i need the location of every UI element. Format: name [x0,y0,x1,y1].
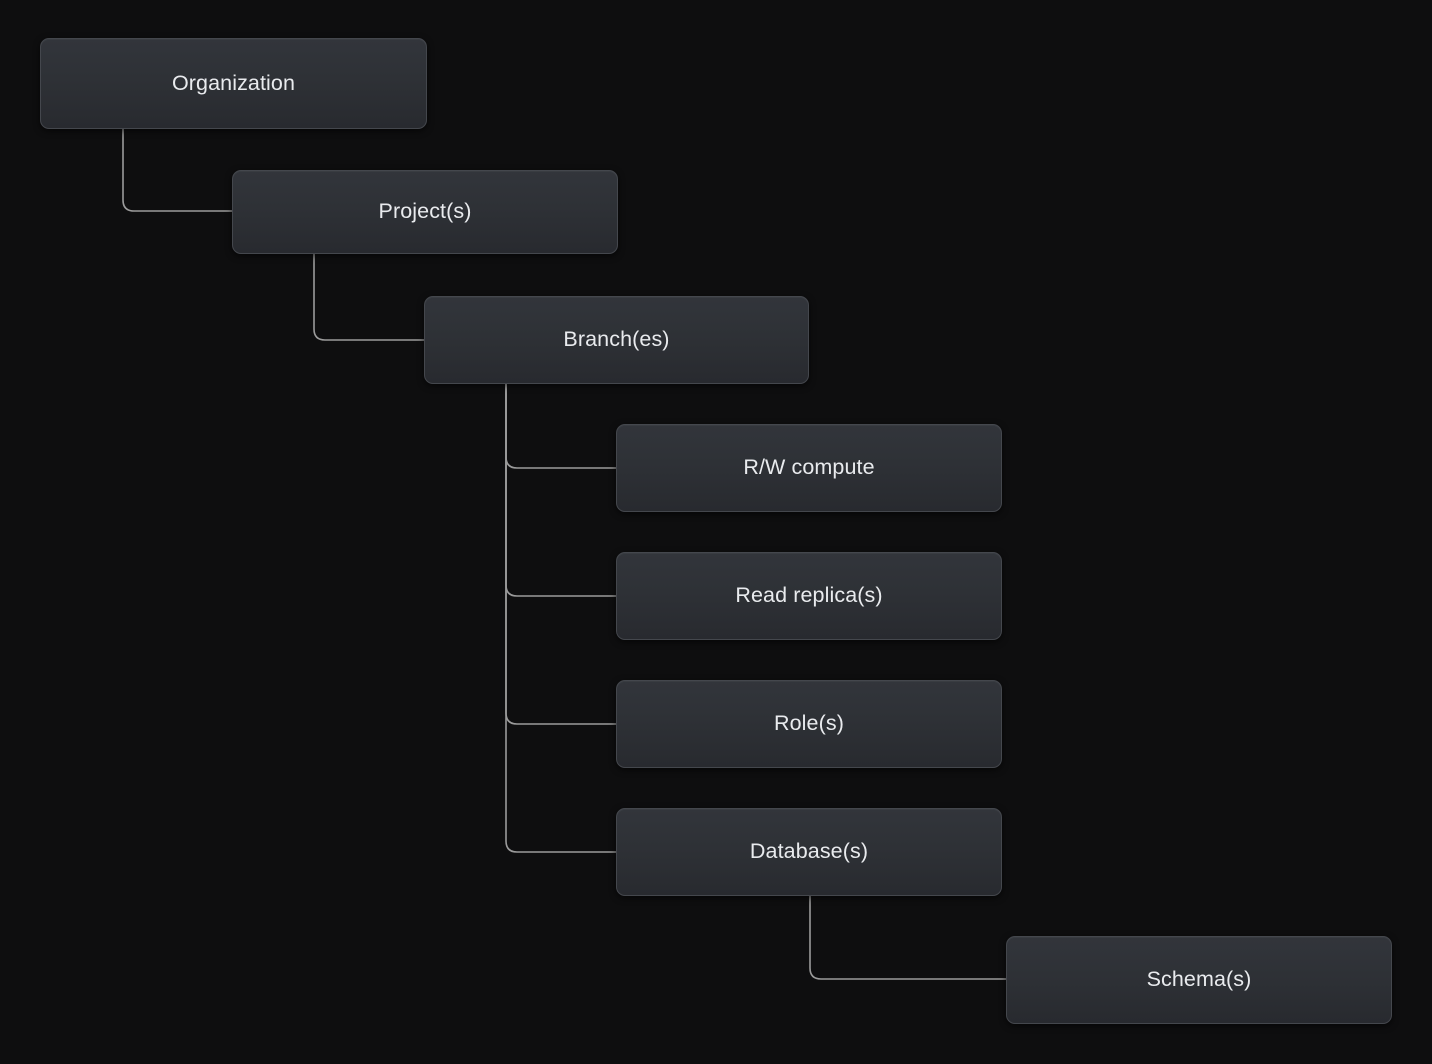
node-database[interactable]: Database(s) [616,808,1002,896]
edge-branch-to-database [505,383,617,853]
node-read-replica-label: Read replica(s) [735,583,883,608]
node-branch-label: Branch(es) [563,327,670,352]
node-role-label: Role(s) [774,711,844,736]
edge-branch-to-rw-compute [505,383,617,469]
node-organization[interactable]: Organization [40,38,427,129]
node-project[interactable]: Project(s) [232,170,618,254]
edge-database-to-schema [809,895,1007,980]
edge-branch-to-read-replica [505,383,617,597]
node-database-label: Database(s) [749,839,869,864]
node-schema[interactable]: Schema(s) [1006,936,1392,1024]
node-rw-compute[interactable]: R/W compute [616,424,1002,512]
node-read-replica[interactable]: Read replica(s) [616,552,1002,640]
node-branch[interactable]: Branch(es) [424,296,809,384]
node-rw-compute-label: R/W compute [743,455,875,480]
edge-project-to-branch [313,253,425,341]
edge-branch-to-role [505,383,617,725]
node-project-label: Project(s) [378,199,472,224]
node-role[interactable]: Role(s) [616,680,1002,768]
edge-organization-to-project [122,128,233,212]
node-organization-label: Organization [171,70,296,95]
node-schema-label: Schema(s) [1146,967,1252,992]
